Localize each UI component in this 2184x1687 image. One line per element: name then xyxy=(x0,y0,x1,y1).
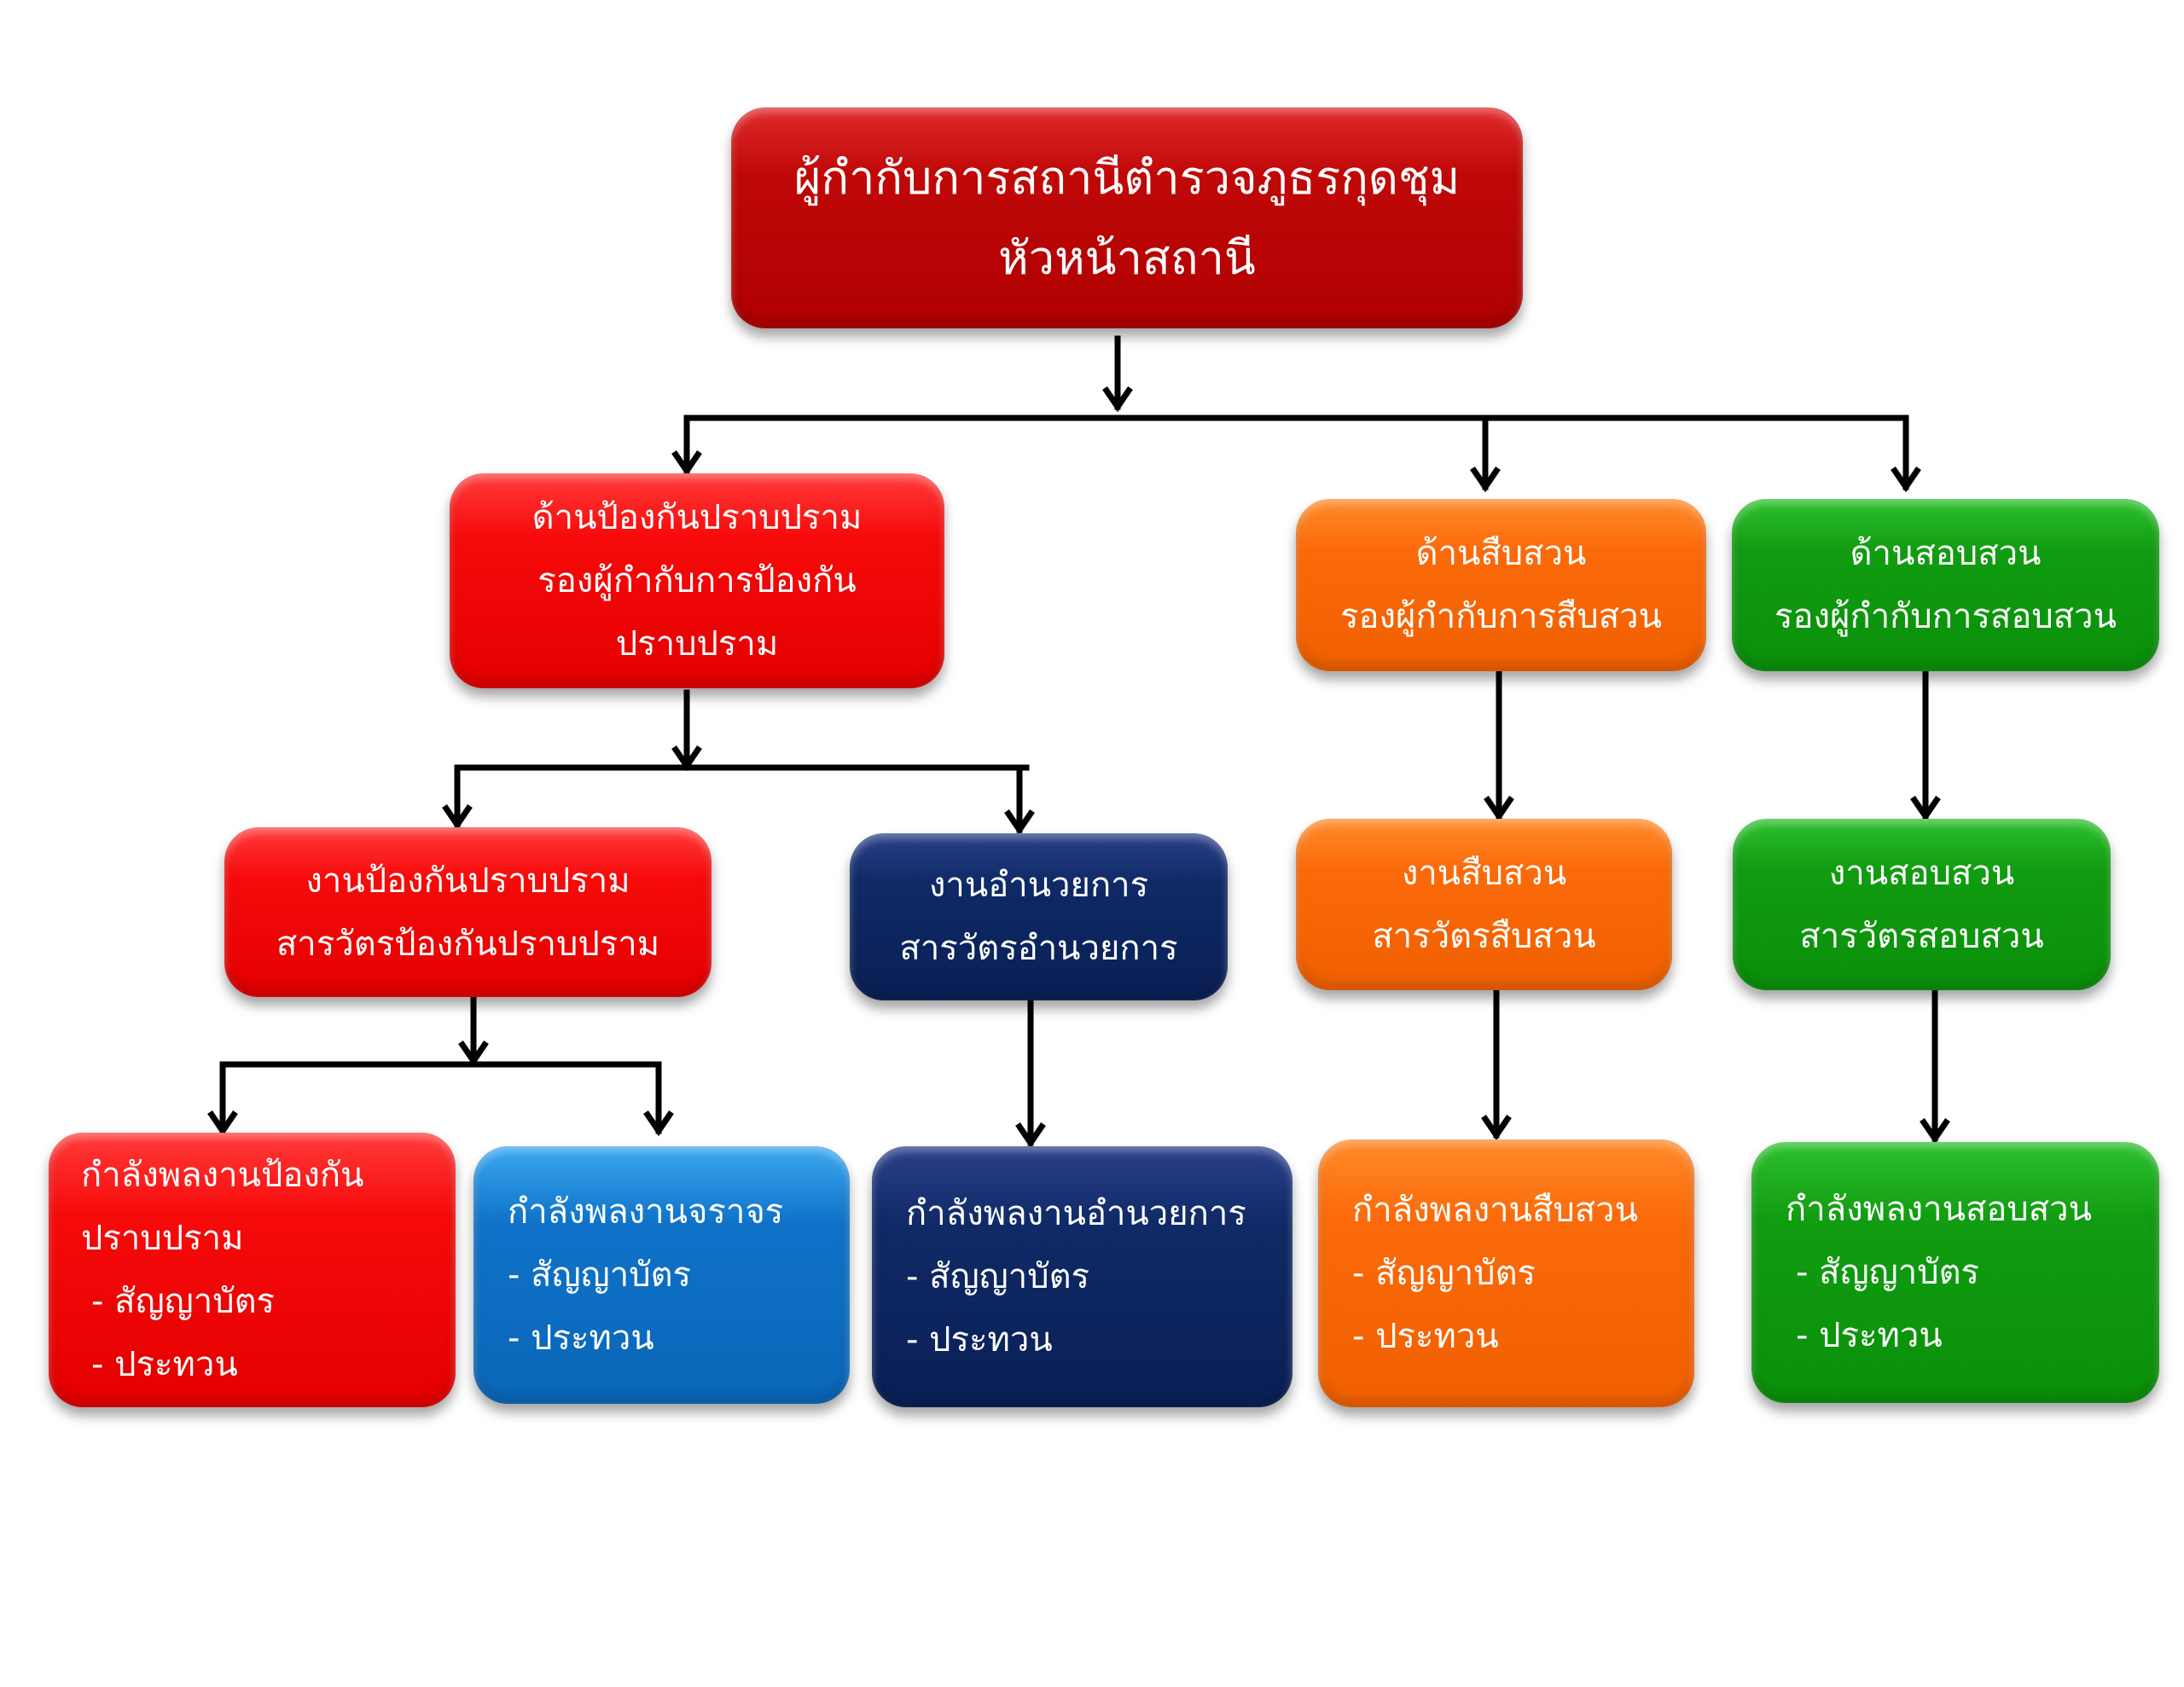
inquiry-unit-box: งานสอบสวน สารวัตรสอบสวน xyxy=(1733,819,2111,990)
investigation-dept-box: ด้านสืบสวน รองผู้กำกับการสืบสวน xyxy=(1296,499,1706,671)
box-line: สารวัตรสอบสวน xyxy=(1799,916,2044,956)
arrowhead-icon xyxy=(671,745,702,772)
box-line: - ประทวน xyxy=(1352,1317,1499,1356)
arrowhead-icon xyxy=(1004,809,1035,836)
box-line: งานสอบสวน xyxy=(1828,853,2015,893)
connector-line xyxy=(1027,668,1938,1146)
box-line: กำลังพลงานสืบสวน xyxy=(1352,1191,1638,1230)
box-line: สารวัตรป้องกันปราบปราม xyxy=(276,924,660,964)
admin-unit-box: งานอำนวยการ สารวัตรอำนวยการ xyxy=(850,833,1228,1000)
chief-box: ผู้กำกับการสถานีตำรวจภูธรกุดชุม หัวหน้าส… xyxy=(731,107,1523,328)
arrowheads xyxy=(207,386,1950,1149)
prevention-dept-box: ด้านป้องกันปราบปราม รองผู้กำกับการป้องกั… xyxy=(450,473,944,688)
box-line: - ประทวน xyxy=(906,1320,1053,1359)
prevention-unit-box: งานป้องกันปราบปราม สารวัตรป้องกันปราบปรา… xyxy=(224,827,712,997)
box-line: - สัญญาบัตร xyxy=(508,1255,692,1295)
arrowhead-icon xyxy=(1920,1118,1950,1145)
box-line: ปราบปราม xyxy=(615,624,779,664)
arrowhead-icon xyxy=(671,450,702,477)
chief-subtitle: หัวหน้าสถานี xyxy=(998,230,1256,285)
arrowhead-icon xyxy=(1481,1115,1512,1141)
investigation-staff-box: กำลังพลงานสืบสวน - สัญญาบัตร - ประทวน xyxy=(1318,1139,1694,1407)
box-line: กำลังพลงานป้องกัน xyxy=(81,1156,364,1195)
arrowhead-icon xyxy=(643,1110,674,1137)
arrowhead-icon xyxy=(1470,467,1501,493)
prevention-staff-box: กำลังพลงานป้องกัน ปราบปราม - สัญญาบัตร -… xyxy=(49,1133,456,1407)
box-line: งานสืบสวน xyxy=(1401,853,1567,893)
connector-line xyxy=(454,689,1030,833)
box-line: รองผู้กำกับการสืบสวน xyxy=(1340,597,1662,636)
investigation-unit-box: งานสืบสวน สารวัตรสืบสวน xyxy=(1296,819,1672,990)
arrowhead-icon xyxy=(1484,796,1514,822)
box-line: - สัญญาบัตร xyxy=(1352,1254,1536,1293)
box-line: ปราบปราม xyxy=(81,1219,244,1258)
box-line: - ประทวน xyxy=(508,1319,654,1358)
box-line: กำลังพลงานจราจร xyxy=(508,1192,784,1232)
connector-line xyxy=(219,996,662,1134)
inquiry-staff-box: กำลังพลงานสอบสวน - สัญญาบัตร - ประทวน xyxy=(1751,1142,2159,1403)
admin-staff-box: กำลังพลงานอำนวยการ - สัญญาบัตร - ประทวน xyxy=(872,1146,1292,1407)
box-line: งานอำนวยการ xyxy=(928,866,1149,905)
box-line: ด้านสืบสวน xyxy=(1415,534,1587,573)
box-line: สารวัตรอำนวยการ xyxy=(899,929,1178,968)
inquiry-dept-box: ด้านสอบสวน รองผู้กำกับการสอบสวน xyxy=(1732,499,2159,671)
arrowhead-icon xyxy=(1102,386,1133,413)
box-line: - สัญญาบัตร xyxy=(91,1282,276,1321)
box-line: - ประทวน xyxy=(1796,1316,1943,1355)
arrowhead-icon xyxy=(442,804,473,831)
arrowhead-icon xyxy=(1891,467,1921,493)
traffic-staff-box: กำลังพลงานจราจร - สัญญาบัตร - ประทวน xyxy=(473,1146,850,1404)
box-line: ด้านสอบสวน xyxy=(1850,534,2042,573)
box-line: รองผู้กำกับการสอบสวน xyxy=(1774,597,2117,636)
chief-title: ผู้กำกับการสถานีตำรวจภูธรกุดชุม xyxy=(793,150,1461,205)
box-line: กำลังพลงานอำนวยการ xyxy=(906,1194,1246,1233)
box-line: งานป้องกันปราบปราม xyxy=(305,861,630,901)
arrowhead-icon xyxy=(1015,1122,1046,1149)
box-line: ด้านป้องกันปราบปราม xyxy=(531,498,863,537)
box-line: - สัญญาบัตร xyxy=(906,1257,1090,1296)
box-line: - ประทวน xyxy=(91,1345,238,1384)
connector-line xyxy=(683,335,1909,490)
box-line: - สัญญาบัตร xyxy=(1796,1253,1980,1292)
box-line: กำลังพลงานสอบสวน xyxy=(1786,1190,2092,1229)
arrowhead-icon xyxy=(458,1041,489,1067)
arrowhead-icon xyxy=(1910,796,1941,822)
box-line: รองผู้กำกับการป้องกัน xyxy=(537,561,857,600)
box-line: สารวัตรสืบสวน xyxy=(1372,916,1596,956)
arrowhead-icon xyxy=(207,1110,238,1137)
